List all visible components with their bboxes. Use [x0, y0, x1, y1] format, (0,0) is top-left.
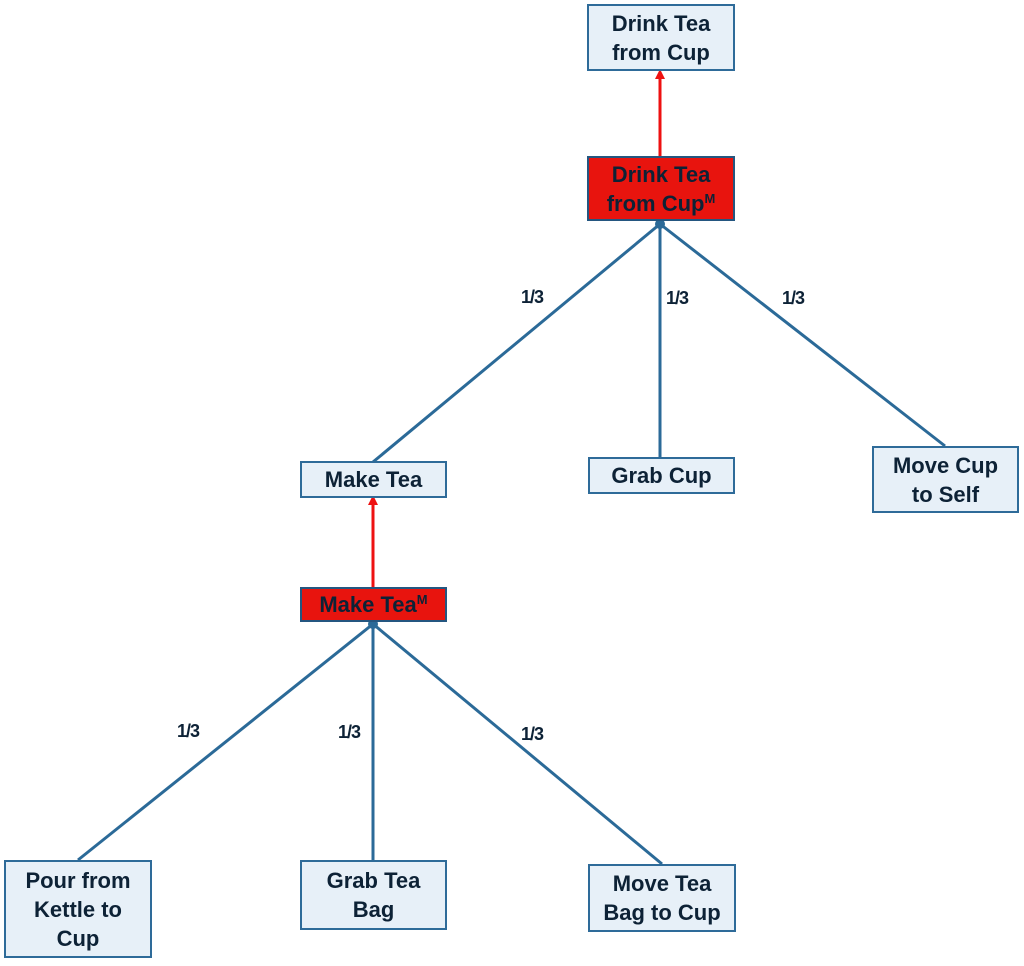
weight-label-grab-cup: 1/3 [666, 288, 689, 308]
edge-move-bag-to-make-tea-m [372, 622, 663, 866]
node-make-tea: Make Tea [300, 461, 447, 498]
node-pour-from-kettle-to-cup: Pour from Kettle to Cup [4, 860, 152, 958]
node-move-tea-bag-to-cup: Move Tea Bag to Cup [588, 864, 736, 932]
weight-label-move-tea-bag: 1/3 [521, 724, 544, 744]
weight-label-pour-kettle: 1/3 [177, 721, 200, 741]
node-move-cup-to-self: Move Cup to Self [872, 446, 1019, 513]
edge-pour-to-make-tea-m [77, 622, 374, 862]
weight-label-move-cup: 1/3 [782, 288, 805, 308]
edge-move-cup-to-drink-m [659, 222, 946, 448]
node-grab-cup: Grab Cup [588, 457, 735, 494]
junction-dot-upper [655, 219, 665, 229]
node-make-tea-m: Make TeaM [300, 587, 447, 622]
weight-label-make-tea: 1/3 [521, 287, 544, 307]
weight-label-grab-tea-bag: 1/3 [338, 722, 361, 742]
node-drink-tea-from-cup-m: Drink Tea from CupM [587, 156, 735, 221]
edge-make-tea-to-drink-m [372, 222, 661, 464]
node-drink-tea-from-cup: Drink Tea from Cup [587, 4, 735, 71]
node-grab-tea-bag: Grab Tea Bag [300, 860, 447, 930]
